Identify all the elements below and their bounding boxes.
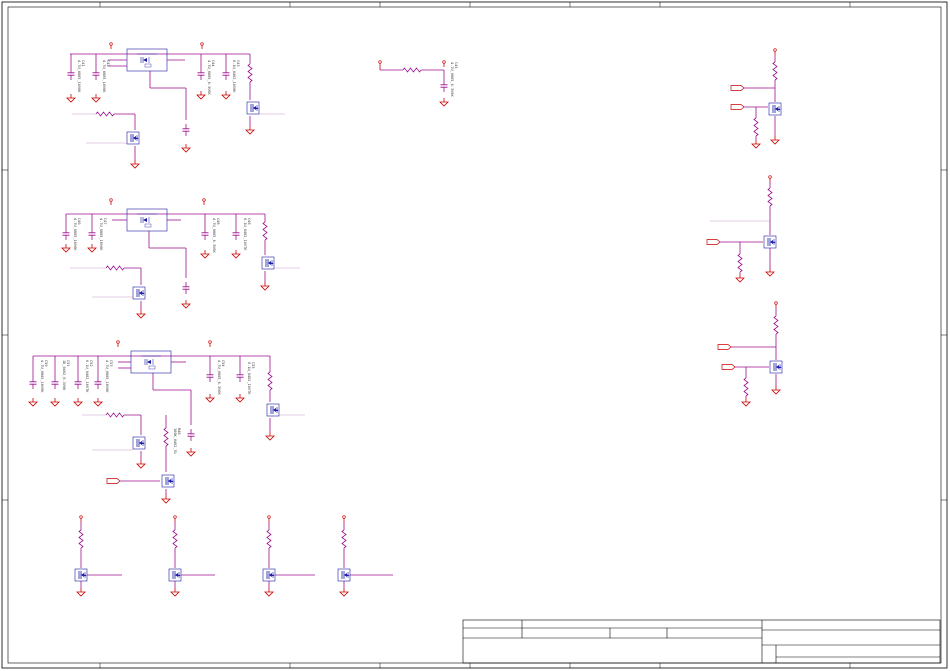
c44: C44 4.7U_0805_6.3V6K	[196, 54, 215, 100]
switch-2	[168, 515, 215, 597]
regulator-block-1: C41 4.7U_0805_10V6K C42 4.7U_0805_10V6K …	[66, 42, 285, 169]
svg-text:4.7U_0805_10V6K: 4.7U_0805_10V6K	[77, 60, 81, 93]
switch-3	[262, 515, 315, 597]
svg-text:4.7U_0805_10V6K: 4.7U_0805_10V6K	[73, 218, 77, 251]
svg-text:R48: R48	[177, 428, 181, 435]
svg-text:4.7U_0805_6.3V6K: 4.7U_0805_6.3V6K	[450, 62, 454, 97]
svg-text:100K_0402_5%: 100K_0402_5%	[173, 428, 177, 455]
switch-1	[74, 515, 122, 597]
svg-text:4.7U_0805_6.3V6K: 4.7U_0805_6.3V6K	[207, 60, 211, 95]
c47: C47 4.7U_0805_10V6K	[87, 214, 107, 253]
c53: C53 4.7U_0805_10V6K	[93, 356, 113, 407]
signal-port-5	[717, 344, 732, 350]
svg-text:0.1U_0402_10V6K: 0.1U_0402_10V6K	[232, 60, 236, 93]
c55: C55 0.1U_0402_16V7K	[235, 356, 255, 403]
inner-border	[7, 6, 942, 664]
svg-text:C41: C41	[81, 60, 85, 67]
c41: C41 4.7U_0805_10V6K	[66, 54, 85, 103]
svg-text:C51: C51	[66, 360, 70, 367]
c49: C49 0.1U_0402_16V7K	[231, 214, 251, 259]
mosfet-q3	[261, 256, 275, 270]
right-block-3	[717, 301, 783, 407]
right-block-1	[730, 48, 782, 149]
ldo-regulator-3	[130, 350, 172, 374]
mosfet-q1	[246, 101, 260, 115]
svg-text:0.1U_0402_16V7K: 0.1U_0402_16V7K	[85, 360, 89, 393]
mosfet-q2	[126, 131, 140, 145]
mosfet-q4	[132, 286, 146, 300]
right-block-2	[706, 175, 777, 283]
svg-text:C44: C44	[211, 60, 215, 67]
signal-port-4	[706, 239, 721, 245]
filter-block: C45 4.7U_0805_6.3V6K	[378, 60, 458, 107]
ldo-regulator-2	[126, 208, 168, 232]
ldo-regulator-1	[126, 48, 168, 72]
svg-text:C50: C50	[44, 360, 48, 367]
svg-text:C54: C54	[221, 360, 225, 367]
mosfet-q5	[266, 403, 280, 417]
signal-port-2	[730, 85, 745, 91]
mosfet-q6	[132, 436, 146, 450]
svg-text:4.7U_0805_10V6K: 4.7U_0805_10V6K	[105, 360, 109, 393]
c52: C52 0.1U_0402_16V7K	[73, 356, 93, 407]
c43: C43 0.1U_0402_10V6K	[221, 54, 240, 100]
switch-4	[337, 515, 393, 597]
svg-text:C49: C49	[247, 218, 251, 225]
svg-text:C47: C47	[103, 218, 107, 225]
svg-text:4.7U_0805_6.3V6K: 4.7U_0805_6.3V6K	[212, 218, 216, 253]
c42: C42 4.7U_0805_10V6K	[91, 54, 110, 103]
svg-text:1U_0402_6.3V6K: 1U_0402_6.3V6K	[62, 360, 66, 391]
c51: C51 1U_0402_6.3V6K	[50, 356, 70, 407]
c54: C54 4.7U_0805_6.3V6K	[205, 356, 225, 403]
svg-text:C53: C53	[109, 360, 113, 367]
signal-port-1	[106, 478, 121, 484]
signal-port-6	[721, 364, 736, 370]
svg-text:C52: C52	[89, 360, 93, 367]
svg-text:C46: C46	[77, 218, 81, 225]
svg-text:4.7U_0805_10V6K: 4.7U_0805_10V6K	[99, 218, 103, 251]
svg-text:C43: C43	[236, 60, 240, 67]
svg-text:C55: C55	[251, 362, 255, 369]
svg-text:4.7U_0805_10V6K: 4.7U_0805_10V6K	[40, 360, 44, 393]
signal-port-3	[730, 104, 745, 110]
c48: C48 4.7U_0805_6.3V6K	[200, 214, 220, 259]
svg-text:4.7U_0805_10V6K: 4.7U_0805_10V6K	[102, 60, 106, 93]
svg-text:C45: C45	[454, 62, 458, 69]
svg-text:4.7U_0805_6.3V6K: 4.7U_0805_6.3V6K	[217, 360, 221, 395]
svg-text:C48: C48	[216, 218, 220, 225]
mosfet-q7	[161, 474, 175, 488]
regulator-block-3: C50 4.7U_0805_10V6K C51 1U_0402_6.3V6K C…	[28, 340, 305, 504]
regulator-block-2: C46 4.7U_0805_10V6K C47 4.7U_0805_10V6K …	[61, 198, 300, 319]
svg-text:C42: C42	[106, 60, 110, 67]
r48: R48 100K_0402_5%	[163, 415, 181, 472]
svg-text:0.1U_0402_16V7K: 0.1U_0402_16V7K	[243, 218, 247, 251]
title-block	[462, 619, 941, 664]
c50: C50 4.7U_0805_10V6K	[28, 356, 48, 407]
c46: C46 4.7U_0805_10V6K	[61, 214, 81, 253]
svg-text:0.1U_0402_16V7K: 0.1U_0402_16V7K	[247, 362, 251, 395]
switch-row	[74, 515, 393, 597]
